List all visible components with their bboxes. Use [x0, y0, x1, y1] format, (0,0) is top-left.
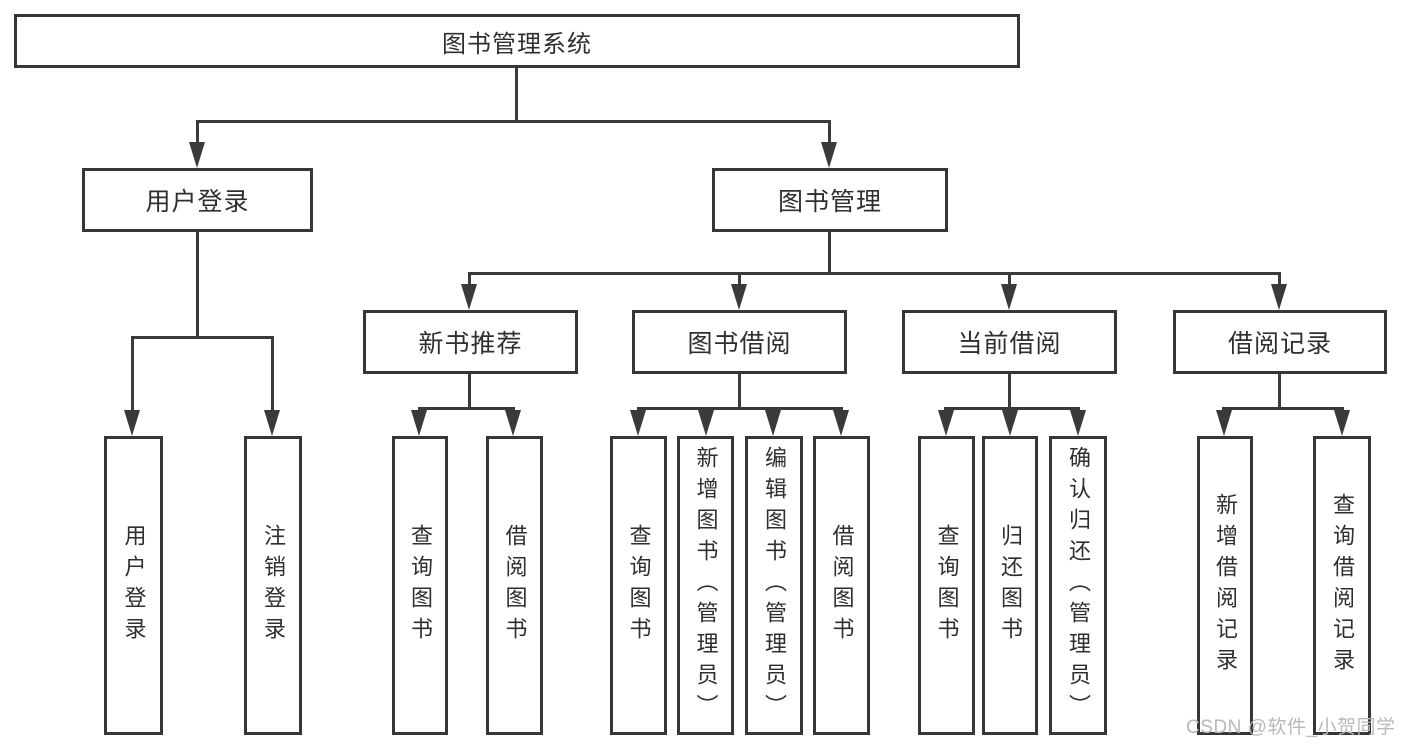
arrowhead-icon	[698, 410, 714, 436]
connector-user-login-drop	[196, 232, 199, 339]
leaf-label: 新增图书（管理员）	[693, 446, 719, 725]
connector-borrow-records-drop	[1278, 373, 1281, 410]
connector-level1-right-drop	[828, 120, 831, 146]
connector-level2-bus	[468, 272, 1281, 275]
leaf-label: 借阅图书	[502, 523, 528, 648]
node-label: 新书推荐	[418, 330, 523, 358]
connector-level2-drop-1	[468, 272, 471, 288]
leaf-user-login: 用户登录	[104, 436, 163, 735]
arrowhead-icon	[264, 410, 280, 436]
connector-root-drop	[515, 68, 518, 123]
leaf-return-books: 归还图书	[982, 436, 1038, 735]
arrowhead-icon	[189, 142, 205, 168]
leaf-label: 查询借阅记录	[1330, 492, 1355, 679]
node-label: 借阅记录	[1227, 330, 1332, 358]
leaf-add-borrow-record: 新增借阅记录	[1197, 436, 1253, 735]
arrowhead-icon	[124, 410, 140, 436]
node-current-borrow: 当前借阅	[902, 310, 1117, 374]
connector-current-borrow-bus	[944, 407, 1080, 410]
node-label: 图书管理系统	[442, 30, 592, 58]
connector-book-borrow-bus	[637, 407, 843, 410]
connector-user-leaf1-drop	[131, 336, 134, 412]
leaf-query-borrow-record: 查询借阅记录	[1313, 436, 1371, 735]
leaf-query-books-current: 查询图书	[918, 436, 975, 735]
leaf-label: 归还图书	[998, 523, 1023, 648]
arrowhead-icon	[461, 284, 477, 310]
arrowhead-icon	[1001, 284, 1017, 310]
leaf-label: 确认归还（管理员）	[1066, 446, 1091, 725]
connector-level2-drop-3	[1008, 272, 1011, 288]
node-book-management: 图书管理	[712, 168, 948, 232]
connector-level1-bus	[196, 120, 831, 123]
leaf-label: 新增借阅记录	[1213, 492, 1238, 679]
leaf-borrow-books: 借阅图书	[813, 436, 870, 735]
node-label: 图书管理	[777, 188, 882, 216]
arrowhead-icon	[1002, 410, 1018, 436]
connector-new-book-drop	[468, 373, 471, 410]
node-book-borrow: 图书借阅	[632, 310, 847, 374]
arrowhead-icon	[938, 410, 954, 436]
node-label: 用户登录	[145, 188, 250, 216]
node-user-login: 用户登录	[82, 168, 313, 232]
connector-level1-left-drop	[196, 120, 199, 146]
connector-book-borrow-drop	[738, 373, 741, 410]
csdn-watermark: CSDN @软件_小贺同学	[1186, 717, 1396, 738]
connector-book-mgmt-drop	[828, 232, 831, 275]
arrowhead-icon	[833, 410, 849, 436]
node-label: 图书借阅	[687, 330, 792, 358]
node-borrow-records: 借阅记录	[1173, 310, 1387, 374]
connector-new-book-bus	[418, 407, 515, 410]
leaf-logout: 注销登录	[244, 436, 302, 735]
arrowhead-icon	[630, 410, 646, 436]
leaf-label: 借阅图书	[829, 523, 855, 648]
leaf-label: 注销登录	[261, 523, 286, 648]
leaf-edit-books-admin: 编辑图书（管理员）	[745, 436, 803, 735]
connector-level2-drop-4	[1278, 272, 1281, 288]
connector-user-leaf2-drop	[271, 336, 274, 412]
leaf-label: 查询图书	[626, 523, 652, 648]
leaf-borrow-books-newbook: 借阅图书	[486, 436, 543, 735]
leaf-label: 用户登录	[121, 523, 147, 648]
leaf-label: 编辑图书（管理员）	[762, 446, 787, 725]
arrowhead-icon	[821, 142, 837, 168]
arrowhead-icon	[731, 284, 747, 310]
arrowhead-icon	[1216, 410, 1232, 436]
leaf-label: 查询图书	[408, 523, 433, 648]
arrowhead-icon	[1070, 410, 1086, 436]
leaf-query-books-newbook: 查询图书	[392, 436, 448, 735]
node-library-system: 图书管理系统	[14, 14, 1020, 68]
arrowhead-icon	[505, 410, 521, 436]
connector-level2-drop-2	[738, 272, 741, 288]
connector-user-login-bus	[131, 336, 274, 339]
arrowhead-icon	[1334, 410, 1350, 436]
leaf-label: 查询图书	[934, 523, 960, 648]
node-label: 当前借阅	[957, 330, 1062, 358]
leaf-query-books-borrow: 查询图书	[610, 436, 667, 735]
arrowhead-icon	[765, 410, 781, 436]
leaf-confirm-return-admin: 确认归还（管理员）	[1049, 436, 1107, 735]
leaf-add-books-admin: 新增图书（管理员）	[677, 436, 734, 735]
arrowhead-icon	[411, 410, 427, 436]
connector-current-borrow-drop	[1008, 373, 1011, 410]
connector-borrow-records-bus	[1222, 407, 1344, 410]
arrowhead-icon	[1271, 284, 1287, 310]
node-new-book-recommend: 新书推荐	[363, 310, 578, 374]
